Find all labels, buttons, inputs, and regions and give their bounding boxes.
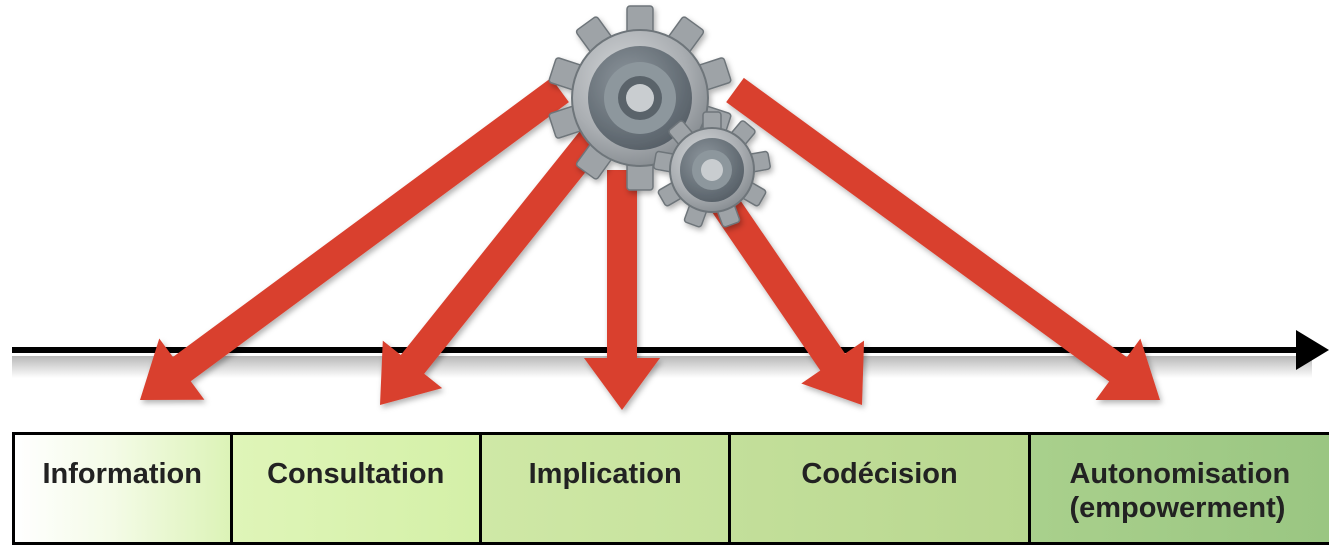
stage-label: Autonomisation (empowerment) [1069, 458, 1291, 524]
stage-label: Codécision [801, 458, 958, 490]
stage-label: Consultation [267, 458, 445, 490]
participation-scale: Information Consultation Implication Cod… [12, 432, 1329, 545]
arrow-5 [726, 77, 1160, 401]
gears-icon [548, 5, 771, 228]
stage-label: Information [42, 458, 203, 490]
arrow-2 [380, 120, 612, 405]
stage-implication: Implication [481, 435, 732, 542]
stage-autonomisation: Autonomisation (empowerment) [1030, 435, 1329, 542]
stage-label: Implication [528, 458, 682, 490]
stage-codecision: Codécision [731, 435, 1031, 542]
arrow-1 [140, 77, 569, 400]
stage-consultation: Consultation [232, 435, 482, 542]
axis-shadow [12, 356, 1312, 378]
arrow-3 [584, 170, 660, 410]
stage-information: Information [15, 435, 233, 542]
